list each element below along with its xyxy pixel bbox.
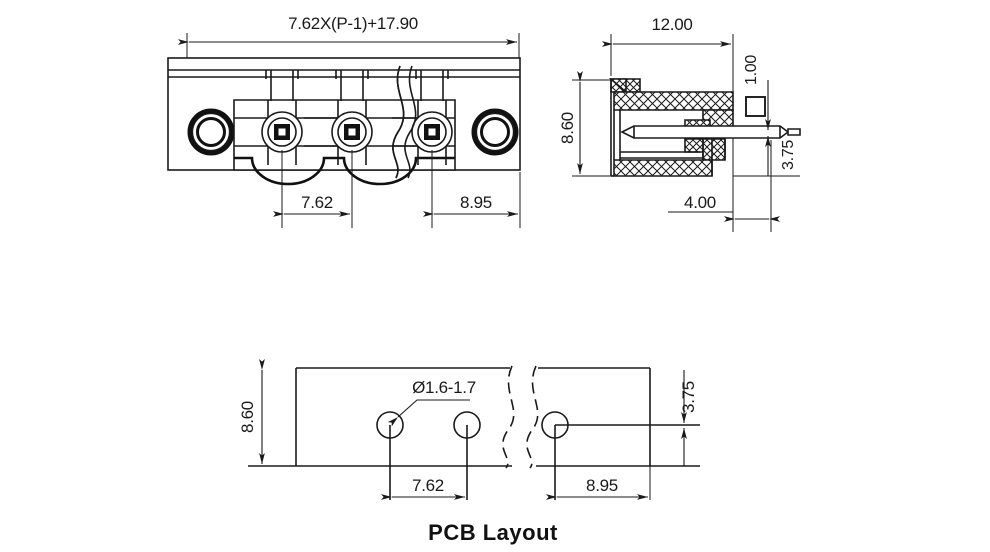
pcb-layout-title: PCB Layout bbox=[428, 520, 558, 545]
flange-top-wedge bbox=[608, 78, 627, 94]
pcb-break-line bbox=[502, 365, 539, 469]
square-symbol-icon bbox=[745, 96, 766, 117]
dim-overall-label: 7.62X(P-1)+17.90 bbox=[288, 14, 418, 33]
dim-pitch-label: 7.62 bbox=[301, 193, 333, 212]
dim-pcb-edge-label: 8.95 bbox=[586, 476, 618, 495]
pcb-hole-diameter-callout: Ø1.6-1.7 bbox=[387, 378, 476, 427]
dim-pcb-offset-label: 3.75 bbox=[679, 381, 698, 413]
front-pitch-dimension: 7.62 bbox=[273, 150, 353, 228]
pcb-pitch-dimension: 7.62 bbox=[381, 476, 465, 500]
dim-hole-dia-label: Ø1.6-1.7 bbox=[412, 378, 476, 397]
mounting-hole-left bbox=[187, 108, 235, 156]
body-lower-right-block bbox=[702, 138, 726, 161]
pcb-offset-dimension: 3.75 bbox=[679, 370, 698, 466]
dim-pcb-height-label: 8.60 bbox=[238, 401, 257, 433]
front-view-break-line bbox=[392, 65, 417, 179]
dim-pcb-pitch-label: 7.62 bbox=[412, 476, 444, 495]
dim-pin-square-label: 1.00 bbox=[743, 55, 760, 85]
dim-tail-label: 4.00 bbox=[684, 193, 716, 212]
pcb-hole bbox=[453, 411, 481, 500]
dim-depth-label: 12.00 bbox=[651, 15, 692, 34]
side-tail-dimension: 4.00 bbox=[668, 140, 780, 232]
mounting-hole-right bbox=[471, 108, 519, 156]
dim-height-label: 8.60 bbox=[558, 112, 577, 144]
side-view: 12.00 8.60 bbox=[558, 15, 801, 232]
dim-pin-height-label: 3.75 bbox=[780, 140, 797, 170]
front-overall-dimension: 7.62X(P-1)+17.90 bbox=[178, 14, 520, 76]
side-pin-height-dimension: 3.75 bbox=[733, 80, 800, 177]
pcb-height-dimension: 8.60 bbox=[238, 359, 265, 464]
dim-edge-label: 8.95 bbox=[460, 193, 492, 212]
pcb-layout-view: Ø1.6-1.7 8.60 3.75 7.62 8. bbox=[238, 359, 700, 545]
body-top-wall bbox=[613, 91, 734, 111]
contact-pin bbox=[620, 125, 801, 139]
pcb-edge-dimension: 8.95 bbox=[546, 466, 651, 500]
pin-square-callout: 1.00 bbox=[743, 55, 766, 117]
pcb-hole bbox=[376, 411, 404, 500]
front-view: 7.62X(P-1)+17.90 bbox=[167, 14, 521, 228]
pcb-hole bbox=[541, 411, 700, 500]
front-edge-dimension: 8.95 bbox=[423, 150, 521, 228]
pin-cell bbox=[392, 70, 455, 165]
body-bottom-wall bbox=[613, 159, 713, 177]
side-height-dimension: 8.60 bbox=[558, 71, 616, 177]
pin-cell-group bbox=[234, 70, 455, 165]
